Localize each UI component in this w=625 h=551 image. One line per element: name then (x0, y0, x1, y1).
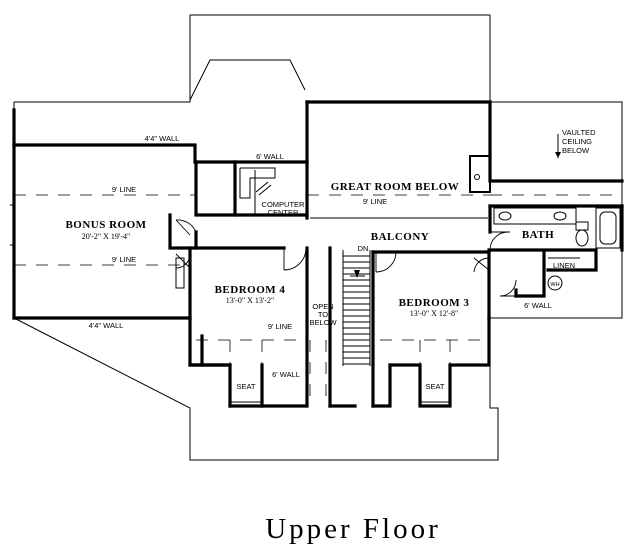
seat-label-left: SEAT (236, 382, 255, 391)
open-to-below-line3: BELOW (309, 318, 337, 327)
vaulted-line2: CEILING (562, 137, 592, 146)
ceiling-line-bonus-top: 9' LINE (112, 185, 136, 194)
wall-note-bonus-top: 4'4" WALL (145, 134, 180, 143)
bonus-room-name: BONUS ROOM (65, 219, 146, 231)
seat-marks (10, 204, 451, 403)
vaulted-line1: VAULTED (562, 128, 596, 137)
wall-note-bonus-bottom: 4'4" WALL (89, 321, 124, 330)
wall-note-6-bed3: 6' WALL (524, 301, 552, 310)
floor-caption: Upper Floor (265, 513, 441, 545)
computer-center-line2: CENTER (268, 208, 299, 217)
linen-label: LINEN (553, 261, 575, 270)
great-room-label: GREAT ROOM BELOW (331, 181, 460, 193)
open-to-below-line2: TO (318, 310, 328, 319)
bath-label: BATH (522, 229, 554, 241)
ceiling-line-bed4: 9' LINE (268, 322, 292, 331)
ceiling-line-bonus-mid: 9' LINE (112, 255, 136, 264)
walls (12, 100, 624, 408)
labels: BONUS ROOM 20'-2" X 19'-4" GREAT ROOM BE… (65, 128, 596, 391)
water-heater-label: WH (550, 282, 559, 288)
vaulted-arrow (555, 134, 561, 158)
bath-fixtures (493, 207, 621, 291)
wall-note-6-bed4: 6' WALL (272, 370, 300, 379)
computer-desk (239, 167, 276, 199)
bedroom-3-size: 13'-0" X 12'-8" (410, 309, 459, 318)
seat-label-right: SEAT (425, 382, 444, 391)
wall-note-6-top: 6' WALL (256, 152, 284, 161)
open-to-below-line1: OPEN (312, 302, 333, 311)
stair-down-label: DN (358, 244, 369, 253)
ceiling-lines (14, 194, 622, 398)
computer-center-line1: COMPUTER (262, 200, 306, 209)
doors (175, 219, 517, 297)
stair (342, 250, 371, 366)
bedroom-4-name: BEDROOM 4 (215, 284, 286, 296)
vaulted-line3: BELOW (562, 146, 590, 155)
bedroom-4-size: 13'-0" X 13'-2" (226, 296, 275, 305)
balcony-label: BALCONY (371, 231, 430, 243)
ceiling-line-great: 9' LINE (363, 197, 387, 206)
bedroom-3-name: BEDROOM 3 (399, 297, 470, 309)
bonus-room-size: 20'-2" X 19'-4" (82, 232, 131, 241)
